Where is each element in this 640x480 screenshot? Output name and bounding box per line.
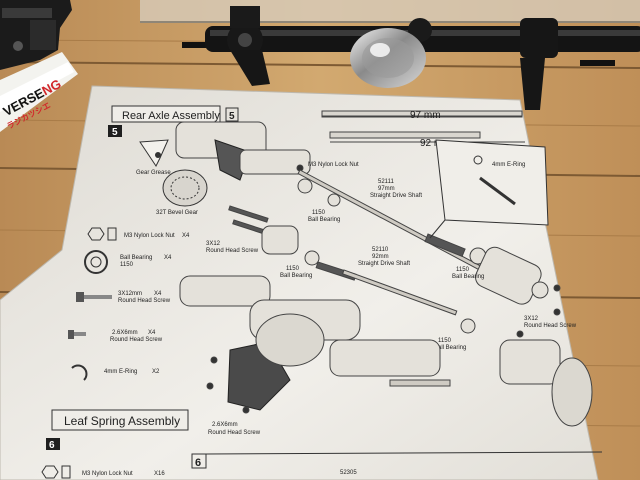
legend-item-ball-bearing: Ball Bearing X4 1150 bbox=[84, 250, 172, 274]
svg-text:Round Head Screw: Round Head Screw bbox=[110, 337, 163, 343]
e-ring-label: 4mm E-Ring bbox=[492, 162, 525, 168]
rear-axle-title: Rear Axle Assembly bbox=[122, 110, 220, 122]
axle-drawing-upper bbox=[175, 121, 561, 316]
svg-text:4mm E-Ring: 4mm E-Ring bbox=[104, 369, 137, 375]
svg-text:X4: X4 bbox=[148, 330, 156, 336]
screw-26x6-label: 2.6X6mm bbox=[212, 422, 238, 428]
legend-item-screw-3x12: 3X12mm X4 Round Head Screw bbox=[76, 291, 171, 304]
instruction-sheet: Rear Axle Assembly 5 5 97 mm 92 mm Gear … bbox=[0, 85, 603, 480]
bearing-label-1: Ball Bearing bbox=[308, 217, 340, 223]
parts-legend: M3 Nylon Lock Nut X4 Ball Bearing X4 115… bbox=[68, 227, 190, 381]
legend-item-screw-26x6: 2.6X6mm X4 Round Head Screw bbox=[68, 330, 163, 343]
bearing-code-2: 1150 bbox=[286, 266, 300, 272]
e-ring-callout bbox=[429, 139, 549, 239]
glue-tube: VERSENG ラジカツシエ bbox=[0, 52, 78, 132]
screw-round-head-b: Round Head Screw bbox=[524, 323, 577, 329]
axle-drawing-middle bbox=[228, 205, 524, 338]
svg-text:1150: 1150 bbox=[120, 262, 134, 268]
black-chassis-part bbox=[0, 0, 72, 70]
screw-26x6-round-head: Round Head Screw bbox=[208, 430, 261, 436]
rear-step-right: 5 bbox=[229, 111, 235, 122]
shaft97-len: 97mm bbox=[378, 186, 395, 192]
bearing-label-2: Ball Bearing bbox=[280, 273, 312, 279]
shaft92-code: 52110 bbox=[372, 247, 389, 253]
gear-grease-icon bbox=[139, 139, 169, 167]
shaft97-code: 52111 bbox=[378, 179, 394, 185]
bearing-label-3: Ball Bearing bbox=[452, 274, 484, 280]
leaf-step-right: 6 bbox=[195, 457, 201, 469]
dimension-97: 97 mm bbox=[410, 110, 441, 121]
shaft92-name: Straight Drive Shaft bbox=[358, 261, 410, 267]
svg-text:2.6X6mm: 2.6X6mm bbox=[112, 330, 138, 336]
leaf-spring-header: Leaf Spring Assembly 6 6 bbox=[46, 409, 603, 469]
svg-text:X2: X2 bbox=[152, 369, 160, 375]
bevel-gear-icon bbox=[162, 169, 208, 207]
leaf-step-left: 6 bbox=[49, 440, 55, 451]
rear-axle-model bbox=[182, 6, 640, 110]
legend-item-e-ring: 4mm E-Ring X2 bbox=[71, 364, 160, 381]
screw-3x12-b: 3X12 bbox=[524, 316, 539, 322]
bearing-code-1: 1150 bbox=[312, 210, 326, 216]
svg-text:Round Head Screw: Round Head Screw bbox=[118, 298, 171, 304]
svg-text:M3 Nylon Lock Nut: M3 Nylon Lock Nut bbox=[82, 471, 133, 477]
dimension-lines bbox=[321, 110, 525, 143]
legend-leaf-m3-nut: M3 Nylon Lock Nut X16 bbox=[41, 465, 165, 479]
svg-text:3X12mm: 3X12mm bbox=[118, 291, 142, 297]
m3-nut-label: M3 Nylon Lock Nut bbox=[308, 162, 359, 168]
legend-item-m3-nut: M3 Nylon Lock Nut X4 bbox=[87, 227, 190, 241]
bearing-code-4: 1150 bbox=[438, 338, 452, 344]
gear-grease-label: Gear Grease bbox=[136, 170, 171, 176]
svg-text:Ball Bearing: Ball Bearing bbox=[120, 255, 152, 261]
dimension-92: 92 mm bbox=[420, 138, 451, 149]
screw-round-head-a: Round Head Screw bbox=[206, 248, 259, 254]
bottom-part-code: 52305 bbox=[340, 470, 357, 476]
bearing-code-3: 1150 bbox=[456, 267, 470, 273]
svg-text:X4: X4 bbox=[182, 233, 190, 239]
plastic-case bbox=[140, 0, 640, 23]
svg-text:X4: X4 bbox=[154, 291, 162, 297]
leaf-spring-title: Leaf Spring Assembly bbox=[64, 414, 180, 428]
axle-drawing-lower bbox=[179, 275, 593, 427]
svg-text:X4: X4 bbox=[164, 255, 172, 261]
shaft92-len: 92mm bbox=[372, 254, 389, 260]
rear-axle-header: Rear Axle Assembly 5 5 bbox=[108, 105, 239, 138]
bearing-label-4: Ball Bearing bbox=[434, 345, 466, 351]
bevel-gear-label: 32T Bevel Gear bbox=[156, 210, 198, 216]
svg-text:X16: X16 bbox=[154, 471, 165, 477]
shaft97-name: Straight Drive Shaft bbox=[370, 193, 422, 199]
screw-3x12-a: 3X12 bbox=[206, 241, 221, 247]
svg-text:M3 Nylon Lock Nut: M3 Nylon Lock Nut bbox=[124, 233, 175, 239]
rear-step-left: 5 bbox=[112, 127, 118, 138]
